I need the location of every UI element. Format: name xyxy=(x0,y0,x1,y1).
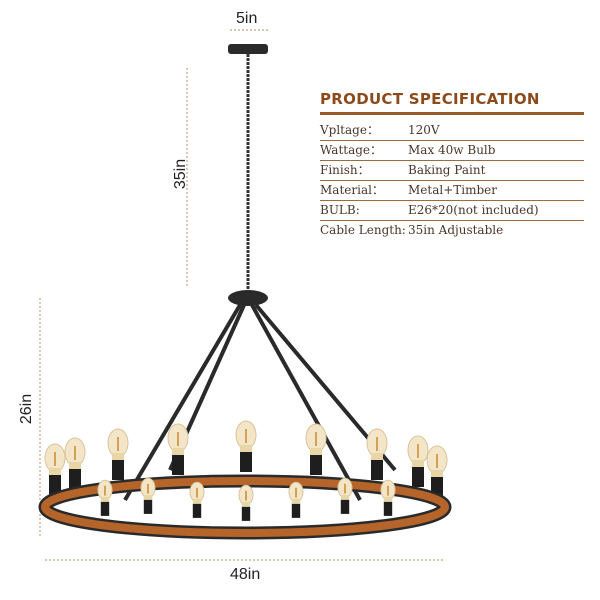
bulb xyxy=(97,479,113,516)
bulb xyxy=(407,435,429,487)
spec-row: Finish： Baking Paint xyxy=(320,161,584,181)
spec-label: Cable Length: xyxy=(320,223,406,237)
spec-row: Wattage： Max 40w Bulb xyxy=(320,141,584,161)
bulb xyxy=(426,445,448,497)
bulb xyxy=(64,437,86,489)
height-dimension: 26in xyxy=(18,393,36,425)
bulb xyxy=(140,477,156,514)
spec-label: Finish： xyxy=(320,163,370,177)
wood-ring xyxy=(41,477,449,537)
bulb xyxy=(288,481,304,518)
title-divider xyxy=(320,112,584,115)
spec-row: Cable Length:35in Adjustable xyxy=(320,221,584,240)
spec-title: PRODUCT SPECIFICATION xyxy=(320,90,540,108)
front-bulbs xyxy=(97,477,396,521)
bulb xyxy=(235,420,257,472)
spec-row: Vpltage： 120V xyxy=(320,121,584,141)
spec-row: Material： Metal+Timber xyxy=(320,181,584,201)
bulb xyxy=(107,428,129,480)
back-bulbs xyxy=(44,420,448,497)
bulb xyxy=(305,423,327,475)
canopy-dimension: 5in xyxy=(236,10,258,27)
spec-label: Material： xyxy=(320,183,384,197)
canopy xyxy=(228,44,268,54)
spec-row: BULB: E26*20(not included) xyxy=(320,201,584,221)
arms xyxy=(123,303,397,502)
cable-dimension: 35in xyxy=(172,158,190,190)
width-dimension: 48in xyxy=(230,566,261,583)
spec-value: E26*20(not included) xyxy=(408,203,539,217)
spec-label: Wattage： xyxy=(320,143,383,157)
bulb xyxy=(238,484,254,521)
hub xyxy=(228,290,268,306)
dimension-lines xyxy=(39,29,445,561)
spec-value: Max 40w Bulb xyxy=(408,143,496,157)
bulb xyxy=(380,479,396,516)
bulb xyxy=(337,477,353,514)
bulb xyxy=(189,481,205,518)
spec-label: Vpltage： xyxy=(320,123,379,137)
spec-value: 35in Adjustable xyxy=(408,223,504,237)
spec-value: Metal+Timber xyxy=(408,183,497,197)
bulb xyxy=(366,428,388,480)
spec-value: Baking Paint xyxy=(408,163,486,177)
bulb xyxy=(167,423,189,475)
bulb xyxy=(44,443,66,495)
spec-label: BULB: xyxy=(320,203,360,217)
spec-value: 120V xyxy=(408,123,440,137)
